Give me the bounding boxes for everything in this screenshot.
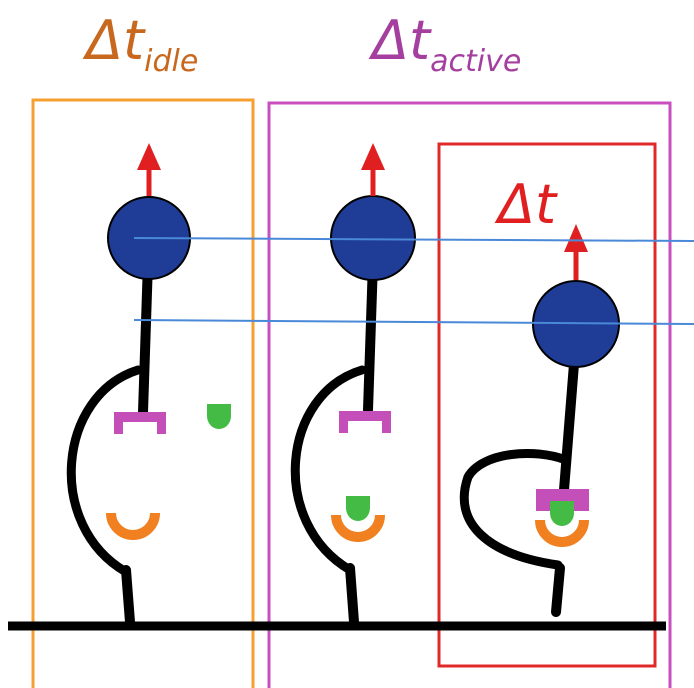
loop-arc <box>66 365 143 577</box>
magenta-clamp <box>114 412 166 434</box>
t-symbol: t <box>122 9 145 72</box>
active-molecule <box>290 143 416 627</box>
arrow-head <box>564 224 588 252</box>
stalk-upper <box>138 257 153 417</box>
orange-cup <box>106 512 160 540</box>
delta-symbol: Δ <box>372 9 409 72</box>
stalk-lower <box>345 563 359 627</box>
arrow-head <box>361 143 385 170</box>
free-green-ligand <box>207 404 231 429</box>
t-symbol: t <box>408 9 431 72</box>
label-delta-t-active: Δtactive <box>372 14 521 77</box>
t-symbol: t <box>534 173 557 236</box>
active-box <box>267 101 672 688</box>
idle-box <box>31 98 255 688</box>
orange-cup <box>535 519 589 547</box>
stalk-lower <box>551 563 565 617</box>
subscript-active: active <box>430 44 522 79</box>
reference-line-lower <box>133 319 694 325</box>
magenta-clamp <box>339 411 391 433</box>
stalk-upper <box>559 359 579 495</box>
loop-arc <box>290 365 367 575</box>
head-circle <box>330 195 416 281</box>
bound-molecule <box>459 224 620 617</box>
stalk-lower <box>121 565 135 627</box>
loop-arc <box>459 448 571 570</box>
arrow-head <box>137 143 161 170</box>
delta-symbol: Δ <box>498 173 535 236</box>
stalk-upper <box>363 257 378 415</box>
green-ligand <box>550 501 574 526</box>
dt-box <box>437 142 657 668</box>
green-ligand <box>346 496 370 521</box>
reference-line-upper <box>133 237 694 242</box>
orange-cup <box>331 514 385 542</box>
idle-molecule <box>66 143 191 627</box>
label-delta-t-idle: Δtidle <box>86 14 198 77</box>
label-delta-t: Δt <box>498 178 556 232</box>
delta-symbol: Δ <box>86 9 123 72</box>
magenta-clamp <box>536 489 589 511</box>
subscript-idle: idle <box>144 44 199 79</box>
